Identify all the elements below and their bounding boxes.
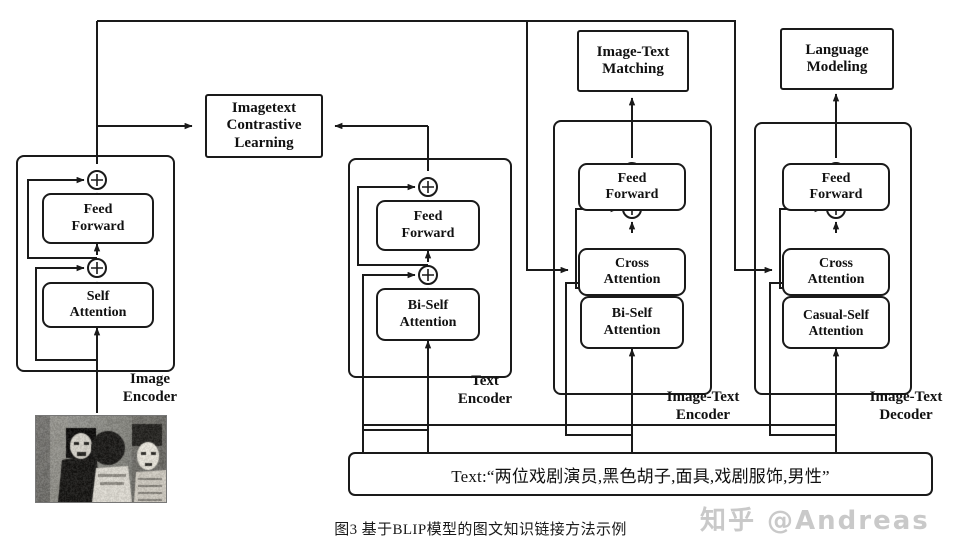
objective-contrastive-learning[interactable]: Imagetext Contrastive Learning — [205, 94, 323, 158]
image-text-decoder-label: Image-Text Decoder — [848, 388, 961, 424]
watermark: 知乎 @Andreas — [700, 500, 930, 537]
text-encoder-label: Text Encoder — [440, 372, 530, 408]
objective-language-modeling[interactable]: Language Modeling — [780, 28, 894, 90]
image-text-encoder-module-bi-self-attention[interactable]: Bi-Self Attention — [580, 296, 684, 349]
text-encoder-module-bi-self-attention[interactable]: Bi-Self Attention — [376, 288, 480, 341]
image-text-encoder-label: Image-Text Encoder — [645, 388, 761, 424]
image-encoder-container — [16, 155, 175, 372]
objective-image-text-matching[interactable]: Image-Text Matching — [577, 30, 689, 92]
image-text-decoder-module-casual-self-attention[interactable]: Casual-Self Attention — [782, 296, 890, 349]
image-encoder-module-feed-forward[interactable]: Feed Forward — [42, 193, 154, 244]
image-encoder-label: Image Encoder — [108, 370, 192, 406]
image-text-decoder-module-cross-attention[interactable]: Cross Attention — [782, 248, 890, 296]
image-text-encoder-module-cross-attention[interactable]: Cross Attention — [578, 248, 686, 296]
image-encoder-module-self-attention[interactable]: Self Attention — [42, 282, 154, 328]
image-text-encoder-module-feed-forward[interactable]: Feed Forward — [578, 163, 686, 211]
text-encoder-module-feed-forward[interactable]: Feed Forward — [376, 200, 480, 251]
input-image-canvas — [36, 416, 166, 502]
text-encoder-container — [348, 158, 512, 378]
input-image-thumbnail[interactable] — [35, 415, 167, 503]
input-text-box[interactable]: Text:“两位戏剧演员,黑色胡子,面具,戏剧服饰,男性” — [348, 452, 933, 496]
image-text-decoder-module-feed-forward[interactable]: Feed Forward — [782, 163, 890, 211]
